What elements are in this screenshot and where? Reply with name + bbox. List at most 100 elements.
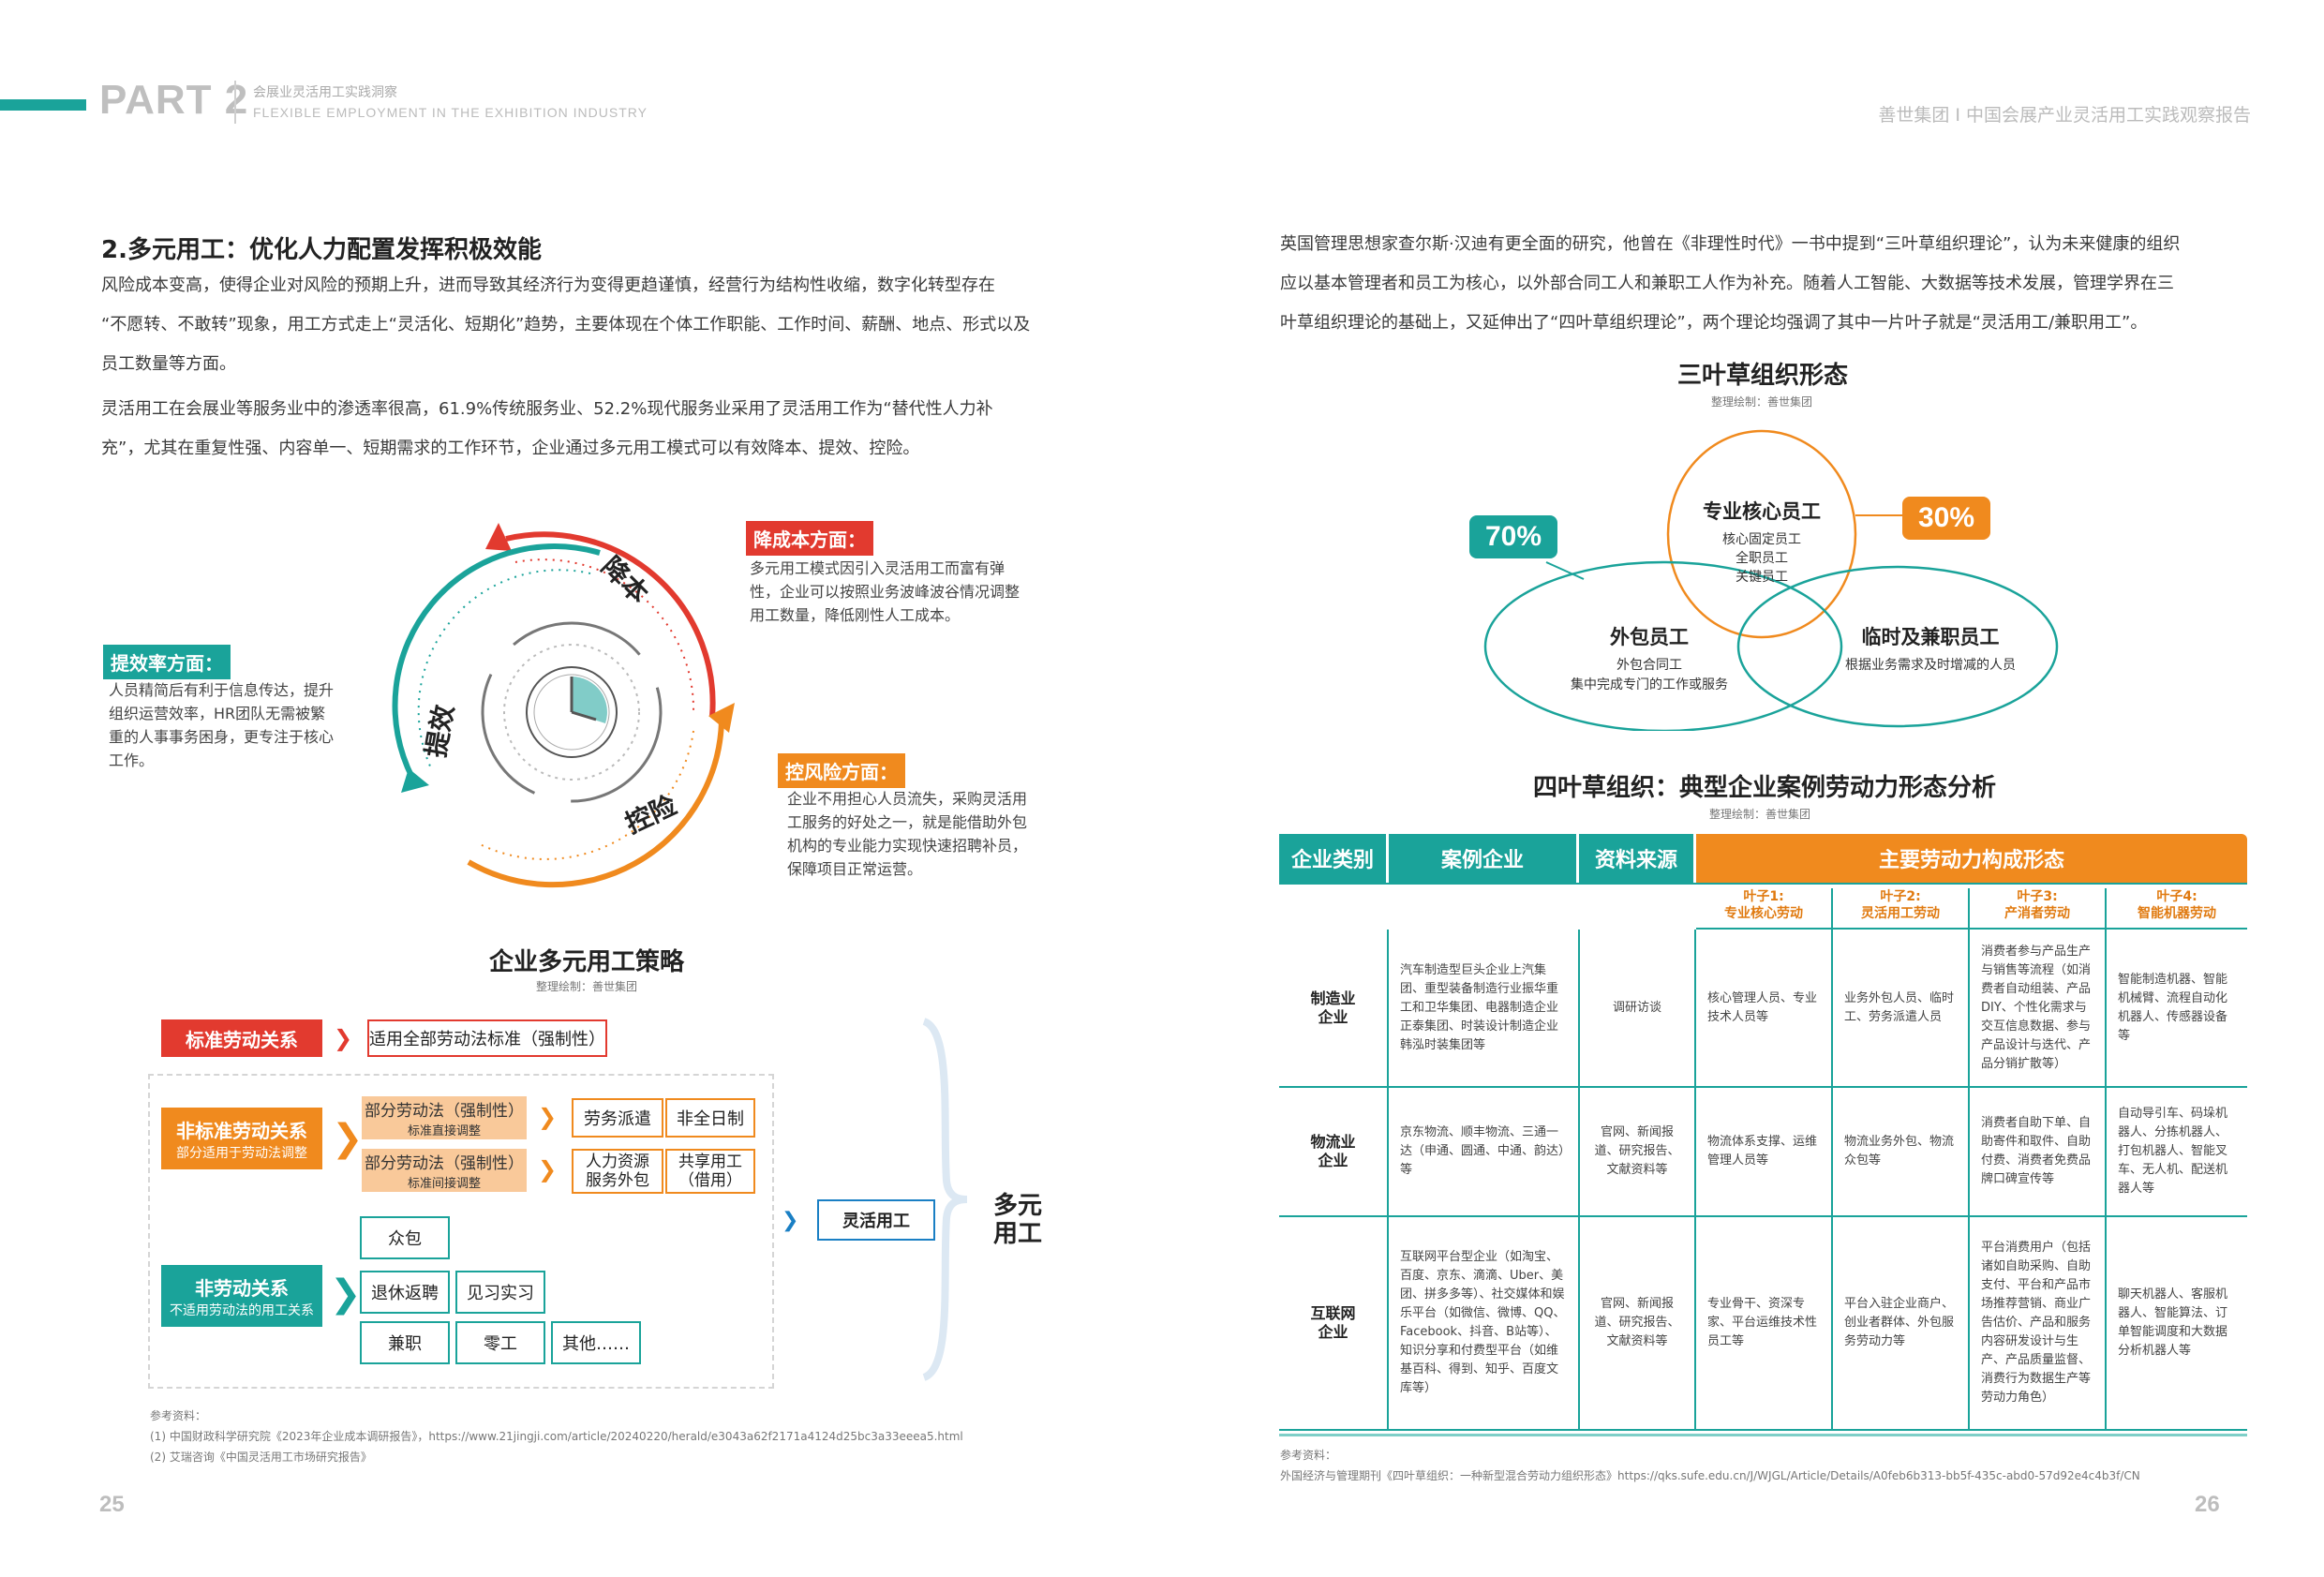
page-number-right: 26 — [2195, 1492, 2220, 1517]
part1-sub: 标准直接调整 — [407, 1124, 481, 1138]
eff-line: 重的人事事务困身，更专注于核心 — [109, 728, 335, 746]
cell-leaf4: 聊天机器人、客服机器人、智能算法、订单智能调度和大数据分析机器人等 — [2106, 1216, 2247, 1431]
outsource-item: 集中完成专门的工作或服务 — [1571, 677, 1728, 692]
ref-title: 参考资料： — [1280, 1449, 1337, 1462]
core-title: 专业核心员工 — [1703, 500, 1821, 523]
nonstd-labor-label: 非标准劳动关系 部分适用于劳动法调整 — [161, 1108, 322, 1169]
eff-title: 提效率方面： — [103, 645, 231, 679]
chevron-right-icon: ❯ — [334, 1025, 353, 1051]
th-case: 案例企业 — [1389, 834, 1576, 883]
cycle-diagram — [392, 523, 735, 888]
cell-category: 物流业 企业 — [1279, 1087, 1389, 1217]
leaf-2-header: 叶子2: 灵活用工劳动 — [1861, 889, 1940, 921]
shared-labor-box: 共享用工 （借用） — [665, 1149, 755, 1194]
cell-leaf4: 自动导引车、码垛机器人、分拣机器人、打包机器人、智能叉车、无人机、配送机器人等 — [2106, 1087, 2247, 1217]
cell-category: 互联网 企业 — [1279, 1216, 1389, 1431]
clock-slice — [572, 677, 607, 723]
retire-box: 退休返聘 — [360, 1271, 450, 1314]
cell-case: 京东物流、顺丰物流、三通一达（申通、圆通、中通、韵达）等 — [1388, 1087, 1580, 1217]
std-labor-desc: 适用全部劳动法标准（强制性） — [367, 1019, 607, 1057]
temp-ellipse — [1736, 565, 2059, 728]
outsource-title: 外包员工 — [1610, 626, 1689, 648]
temp-title: 临时及兼职员工 — [1861, 626, 2000, 648]
temp-group: 临时及兼职员工 根据业务需求及时增减的人员 — [1809, 622, 2052, 676]
crowd-box: 众包 — [360, 1216, 450, 1259]
left-references: 参考资料： (1) 中国财政科学研究院《2023年企业成本调研报告》，https… — [150, 1406, 1068, 1467]
section-heading: 2.多元用工：优化人力配置发挥积极效能 — [101, 236, 542, 264]
header-accent-bar — [0, 99, 86, 111]
outsource-item: 外包合同工 — [1616, 658, 1682, 673]
cell-leaf1: 核心管理人员、专业技术人员等 — [1695, 930, 1833, 1088]
header-cn-subtitle: 会展业灵活用工实践洞察 — [253, 85, 397, 100]
cell-leaf3: 消费者自助下单、自助寄件和取件、自助付费、消费者免费品牌口碑宣传等 — [1969, 1087, 2107, 1217]
para2-line: 灵活用工在会展业等服务业中的渗透率很高，61.9%传统服务业、52.2%现代服务… — [101, 399, 993, 419]
report-title: 善世集团 I 中国会展产业灵活用工实践观察报告 — [1878, 105, 2251, 126]
th-source: 资料来源 — [1579, 834, 1693, 883]
labor-table: 制造业 企业 汽车制造型巨头企业上汽集团、重型装备制造行业振华重工和卫华集团、电… — [1279, 930, 2247, 1431]
pct-70-badge: 70% — [1469, 515, 1557, 558]
nonlabor-label: 非劳动关系 不适用劳动法的用工关系 — [161, 1265, 322, 1327]
intro-line: 应以基本管理者和员工为核心，以外部合同工人和兼职工人作为补充。随着人工智能、大数… — [1280, 274, 2174, 293]
table-row: 制造业 企业 汽车制造型巨头企业上汽集团、重型装备制造行业振华重工和卫华集团、电… — [1279, 930, 2247, 1088]
core-item: 全职员工 — [1736, 551, 1788, 566]
nonlabor-sub: 不适用劳动法的用工关系 — [170, 1302, 314, 1318]
cell-source: 官网、新闻报道、研究报告、文献资料等 — [1579, 1087, 1696, 1217]
th-labor-forms: 主要劳动力构成形态 — [1696, 834, 2247, 883]
eff-text: 人员精简后有利于信息传达，提升 组织运营效率，HR团队无需被繁 重的人事事务困身… — [109, 678, 371, 772]
paragraph-1: 风险成本变高，使得企业对风险的预期上升，进而导致其经济行为变得更趋谨慎，经营行为… — [101, 266, 1095, 384]
brace-icon — [922, 1018, 968, 1381]
outsource-ellipse — [1483, 560, 1843, 731]
risk-line: 工服务的好处之一，就是能借助外包 — [787, 813, 1028, 831]
cost-line: 多元用工模式因引入灵活用工而富有弹 — [750, 559, 1006, 577]
cost-line: 性，企业可以按照业务波峰波谷情况调整 — [750, 583, 1020, 601]
table-header-rule — [1279, 883, 2247, 885]
cell-source: 官网、新闻报道、研究报告、文献资料等 — [1579, 1216, 1696, 1431]
intro-line: 英国管理思想家查尔斯·汉迪有更全面的研究，他曾在《非理性时代》一书中提到“三叶草… — [1280, 234, 2181, 254]
nonstd-title: 非标准劳动关系 — [176, 1119, 307, 1142]
cell-case: 互联网平台型企业（如淘宝、百度、京东、滴滴、Uber、美团、拼多多等）、社交媒体… — [1388, 1216, 1580, 1431]
cost-arc — [505, 531, 716, 718]
header-divider — [234, 81, 236, 124]
table-bottom-rule — [1279, 1434, 2247, 1436]
cost-text: 多元用工模式因引入灵活用工而富有弹 性，企业可以按照业务波峰波谷情况调整 用工数… — [750, 557, 1068, 627]
cell-category: 制造业 企业 — [1279, 930, 1389, 1088]
ref-title: 参考资料： — [150, 1409, 207, 1422]
inner-dotted-ring — [503, 644, 640, 781]
core-item: 核心固定员工 — [1722, 532, 1801, 547]
ref-item: 外国经济与管理期刊《四叶草组织：一种新型混合劳动力组织形态》https://qk… — [1280, 1469, 2140, 1482]
strategy-title: 企业多元用工策略 — [489, 948, 685, 976]
risk-text: 企业不用担心人员流失，采购灵活用 工服务的好处之一，就是能借助外包 机构的专业能… — [787, 787, 1087, 881]
cost-line: 用工数量，降低刚性人工成本。 — [750, 606, 961, 624]
flex-employment-box: 灵活用工 — [817, 1199, 935, 1241]
eff-line: 人员精简后有利于信息传达，提升 — [109, 681, 335, 699]
intern-box: 见习实习 — [455, 1271, 545, 1314]
leaf-divider — [1831, 888, 1833, 928]
part-labor-indirect: 部分劳动法（强制性） 标准间接调整 — [362, 1149, 527, 1192]
nonfull-box: 非全日制 — [665, 1098, 755, 1138]
eff-arc-dots — [417, 569, 591, 769]
strategy-credit: 整理绘制：善世集团 — [536, 980, 638, 993]
chevron-right-icon: ❯ — [538, 1104, 558, 1130]
risk-line: 机构的专业能力实现快速招聘补员， — [787, 837, 1028, 855]
leaf-divider — [2105, 888, 2107, 928]
cell-leaf4: 智能制造机器、智能机械臂、流程自动化机器人、传感器设备等 — [2106, 930, 2247, 1088]
paragraph-2: 灵活用工在会展业等服务业中的渗透率很高，61.9%传统服务业、52.2%现代服务… — [101, 390, 1095, 469]
core-item: 关键员工 — [1736, 570, 1788, 585]
nonstd-dashed-frame — [148, 1074, 774, 1389]
intro-line: 叶草组织理论的基础上，又延伸出了“四叶草组织理论”，两个理论均强调了其中一片叶子… — [1280, 313, 2148, 333]
gig-box: 零工 — [455, 1321, 545, 1364]
table-credit: 整理绘制：善世集团 — [1709, 808, 1811, 821]
leaf-3-header: 叶子3: 产消者劳动 — [2004, 889, 2070, 921]
cell-leaf1: 专业骨干、资深专家、平台运维技术性员工等 — [1695, 1216, 1833, 1431]
inner-ring — [481, 621, 663, 803]
others-box: 其他…… — [551, 1321, 641, 1364]
table-row: 物流业 企业 京东物流、顺丰物流、三通一达（申通、圆通、中通、韵达）等 官网、新… — [1279, 1087, 2247, 1217]
cell-leaf3: 消费者参与产品生产与销售等流程（如消费者自动组装、产品DIY、个性化需求与交互信… — [1969, 930, 2107, 1088]
eff-arrowhead — [401, 768, 429, 793]
right-intro: 英国管理思想家查尔斯·汉迪有更全面的研究，他曾在《非理性时代》一书中提到“三叶草… — [1280, 225, 2255, 343]
header-en-subtitle: FLEXIBLE EMPLOYMENT IN THE EXHIBITION IN… — [253, 105, 648, 120]
std-labor-label: 标准劳动关系 — [161, 1019, 322, 1057]
clover-credit: 整理绘制：善世集团 — [1711, 395, 1813, 409]
para1-line: 员工数量等方面。 — [101, 354, 236, 374]
cell-leaf2: 业务外包人员、临时工、劳务派遣人员 — [1832, 930, 1970, 1088]
